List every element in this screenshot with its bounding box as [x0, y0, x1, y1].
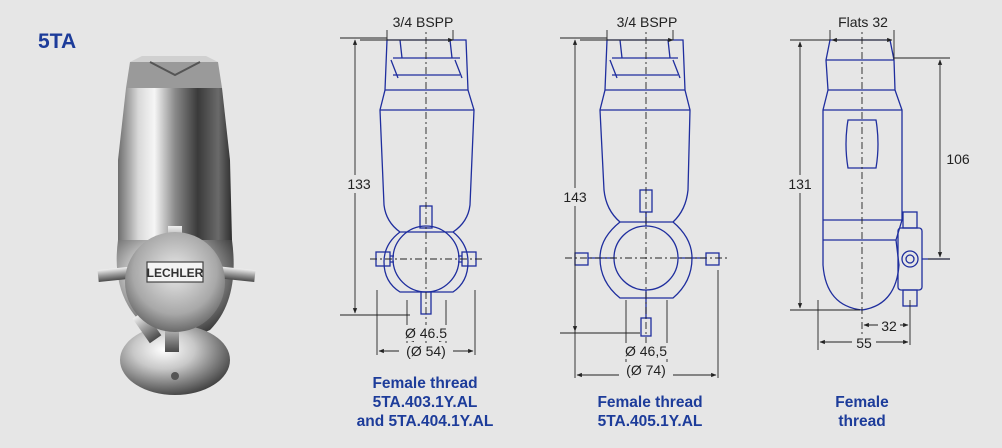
lechler-logo: LECHLER	[147, 266, 204, 280]
drawing-2-thread-label: 3/4 BSPP	[617, 14, 678, 30]
drawing-2-dia-inner: Ø 46,5	[625, 343, 667, 359]
caption-2: Female thread 5TA.405.1Y.AL	[575, 393, 725, 431]
drawing-1-dimensions	[340, 22, 482, 355]
drawing-3-width: 55	[856, 335, 872, 351]
drawing-3-flats-label: Flats 32	[838, 14, 888, 30]
drawing-3	[822, 39, 950, 311]
drawing-2-dia-outer: (Ø 74)	[626, 362, 666, 378]
drawing-1-dia-inner: Ø 46.5	[405, 325, 447, 341]
drawing-1-height: 133	[347, 176, 371, 192]
nozzle-photo: LECHLER	[97, 56, 256, 395]
caption-3: Female thread	[820, 393, 904, 431]
caption-1-line-1: Female thread	[372, 375, 478, 392]
caption-1-line-3: and 5TA.404.1Y.AL	[356, 413, 494, 430]
caption-2-line-1: Female thread	[597, 394, 703, 411]
drawing-1-dia-outer: (Ø 54)	[406, 343, 446, 359]
caption-1: Female thread 5TA.403.1Y.AL and 5TA.404.…	[350, 374, 500, 431]
caption-3-line-1: Female	[835, 394, 889, 411]
drawing-3-height-upper: 106	[946, 151, 970, 167]
drawing-1-thread-label: 3/4 BSPP	[393, 14, 454, 30]
caption-3-line-2: thread	[838, 413, 886, 430]
product-code: 5TA	[38, 30, 77, 53]
drawing-2	[574, 39, 720, 337]
drawing-2-height: 143	[563, 189, 587, 205]
caption-2-line-2: 5TA.405.1Y.AL	[597, 413, 703, 430]
caption-1-line-2: 5TA.403.1Y.AL	[372, 394, 478, 411]
drawing-3-height-total: 131	[788, 176, 812, 192]
drawing-3-offset: 32	[881, 318, 897, 334]
